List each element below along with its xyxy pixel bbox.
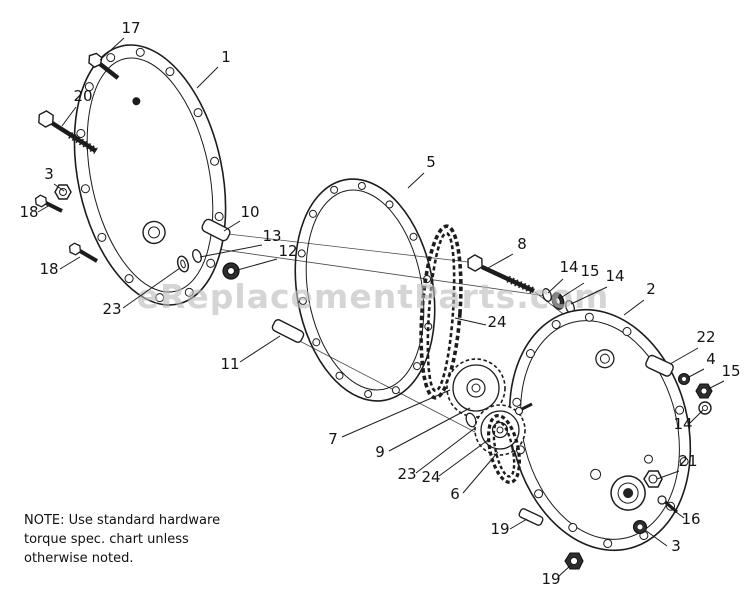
callout-label: 24 [421, 468, 440, 486]
callout-label: 22 [696, 328, 715, 346]
callout-label: 9 [375, 443, 385, 461]
nut-19 [564, 552, 584, 570]
callout-label: 3 [671, 537, 681, 555]
right-cover-hub [610, 475, 646, 511]
bolt-20 [38, 110, 98, 154]
drive-chain-small [486, 414, 522, 484]
callout-label: 2 [646, 280, 656, 298]
callout-label: 15 [580, 262, 599, 280]
left-cover [73, 44, 227, 306]
torque-note: NOTE: Use standard hardware torque spec.… [24, 513, 220, 566]
right-cover-top-hole [595, 349, 615, 369]
washer-15-mid [551, 292, 565, 310]
callout-label: 24 [487, 313, 506, 331]
callout-label: 18 [19, 203, 38, 221]
callout-label: 18 [39, 260, 58, 278]
callout-label: 23 [397, 465, 416, 483]
callout-label: 13 [262, 227, 281, 245]
left-cover-hub [142, 220, 166, 245]
note-line-1: NOTE: Use standard hardware [24, 513, 220, 528]
right-cover [508, 308, 692, 552]
gasket-holes [297, 181, 433, 399]
washer-3-right [632, 519, 648, 535]
spacer-10 [201, 218, 231, 242]
sprocket-7 [446, 358, 506, 418]
callout-labels: 17 1 20 3 18 18 23 10 13 12 11 5 8 14 15… [19, 19, 740, 588]
callout-label: 14 [559, 258, 578, 276]
shaft-11 [271, 319, 305, 343]
callout-label: 1 [221, 48, 231, 66]
stud-sprocket [514, 402, 533, 416]
callout-label: 11 [220, 355, 239, 373]
stud-19 [518, 508, 544, 526]
nut-3-left [54, 184, 72, 200]
callout-label: 5 [426, 153, 436, 171]
bolt-18-lower [68, 242, 99, 263]
callout-label: 21 [678, 452, 697, 470]
callout-label: 20 [73, 87, 92, 105]
nut-15-right [695, 383, 713, 399]
watermark-text: eReplacementParts.com [137, 277, 610, 316]
callout-label: 19 [490, 520, 509, 538]
gasket [294, 178, 436, 402]
callout-label: 8 [517, 235, 527, 253]
left-hardware [34, 52, 305, 343]
callout-label: 7 [328, 430, 338, 448]
callout-label: 6 [450, 485, 460, 503]
bolt-18-upper [34, 194, 63, 213]
callout-label: 15 [721, 362, 740, 380]
callout-label: 16 [681, 510, 700, 528]
callout-label: 14 [605, 267, 624, 285]
note-line-2: torque spec. chart unless [24, 532, 189, 547]
washer-4 [677, 372, 691, 386]
drive-chain-large [419, 224, 463, 400]
callout-leader-lines [37, 37, 725, 578]
note-line-3: otherwise noted. [24, 551, 133, 566]
callout-label: 17 [121, 19, 140, 37]
callout-label: 23 [102, 300, 121, 318]
callout-label: 12 [278, 242, 297, 260]
bolt-8 [467, 254, 536, 295]
bolt-16 [657, 495, 679, 514]
spacer-13 [192, 249, 202, 263]
washer-23-right [465, 412, 477, 428]
callout-label: 10 [240, 203, 259, 221]
callout-label: 14 [673, 415, 692, 433]
left-cover-bolt-holes [76, 47, 224, 303]
bolt-17 [88, 52, 120, 80]
callout-label: 19 [541, 570, 560, 588]
left-cover-plug [132, 97, 141, 106]
bolt-21 [643, 470, 663, 488]
callout-label: 3 [44, 165, 54, 183]
spacer-22 [645, 354, 674, 377]
washer-23-left [176, 255, 190, 273]
callout-label: 4 [706, 350, 716, 368]
